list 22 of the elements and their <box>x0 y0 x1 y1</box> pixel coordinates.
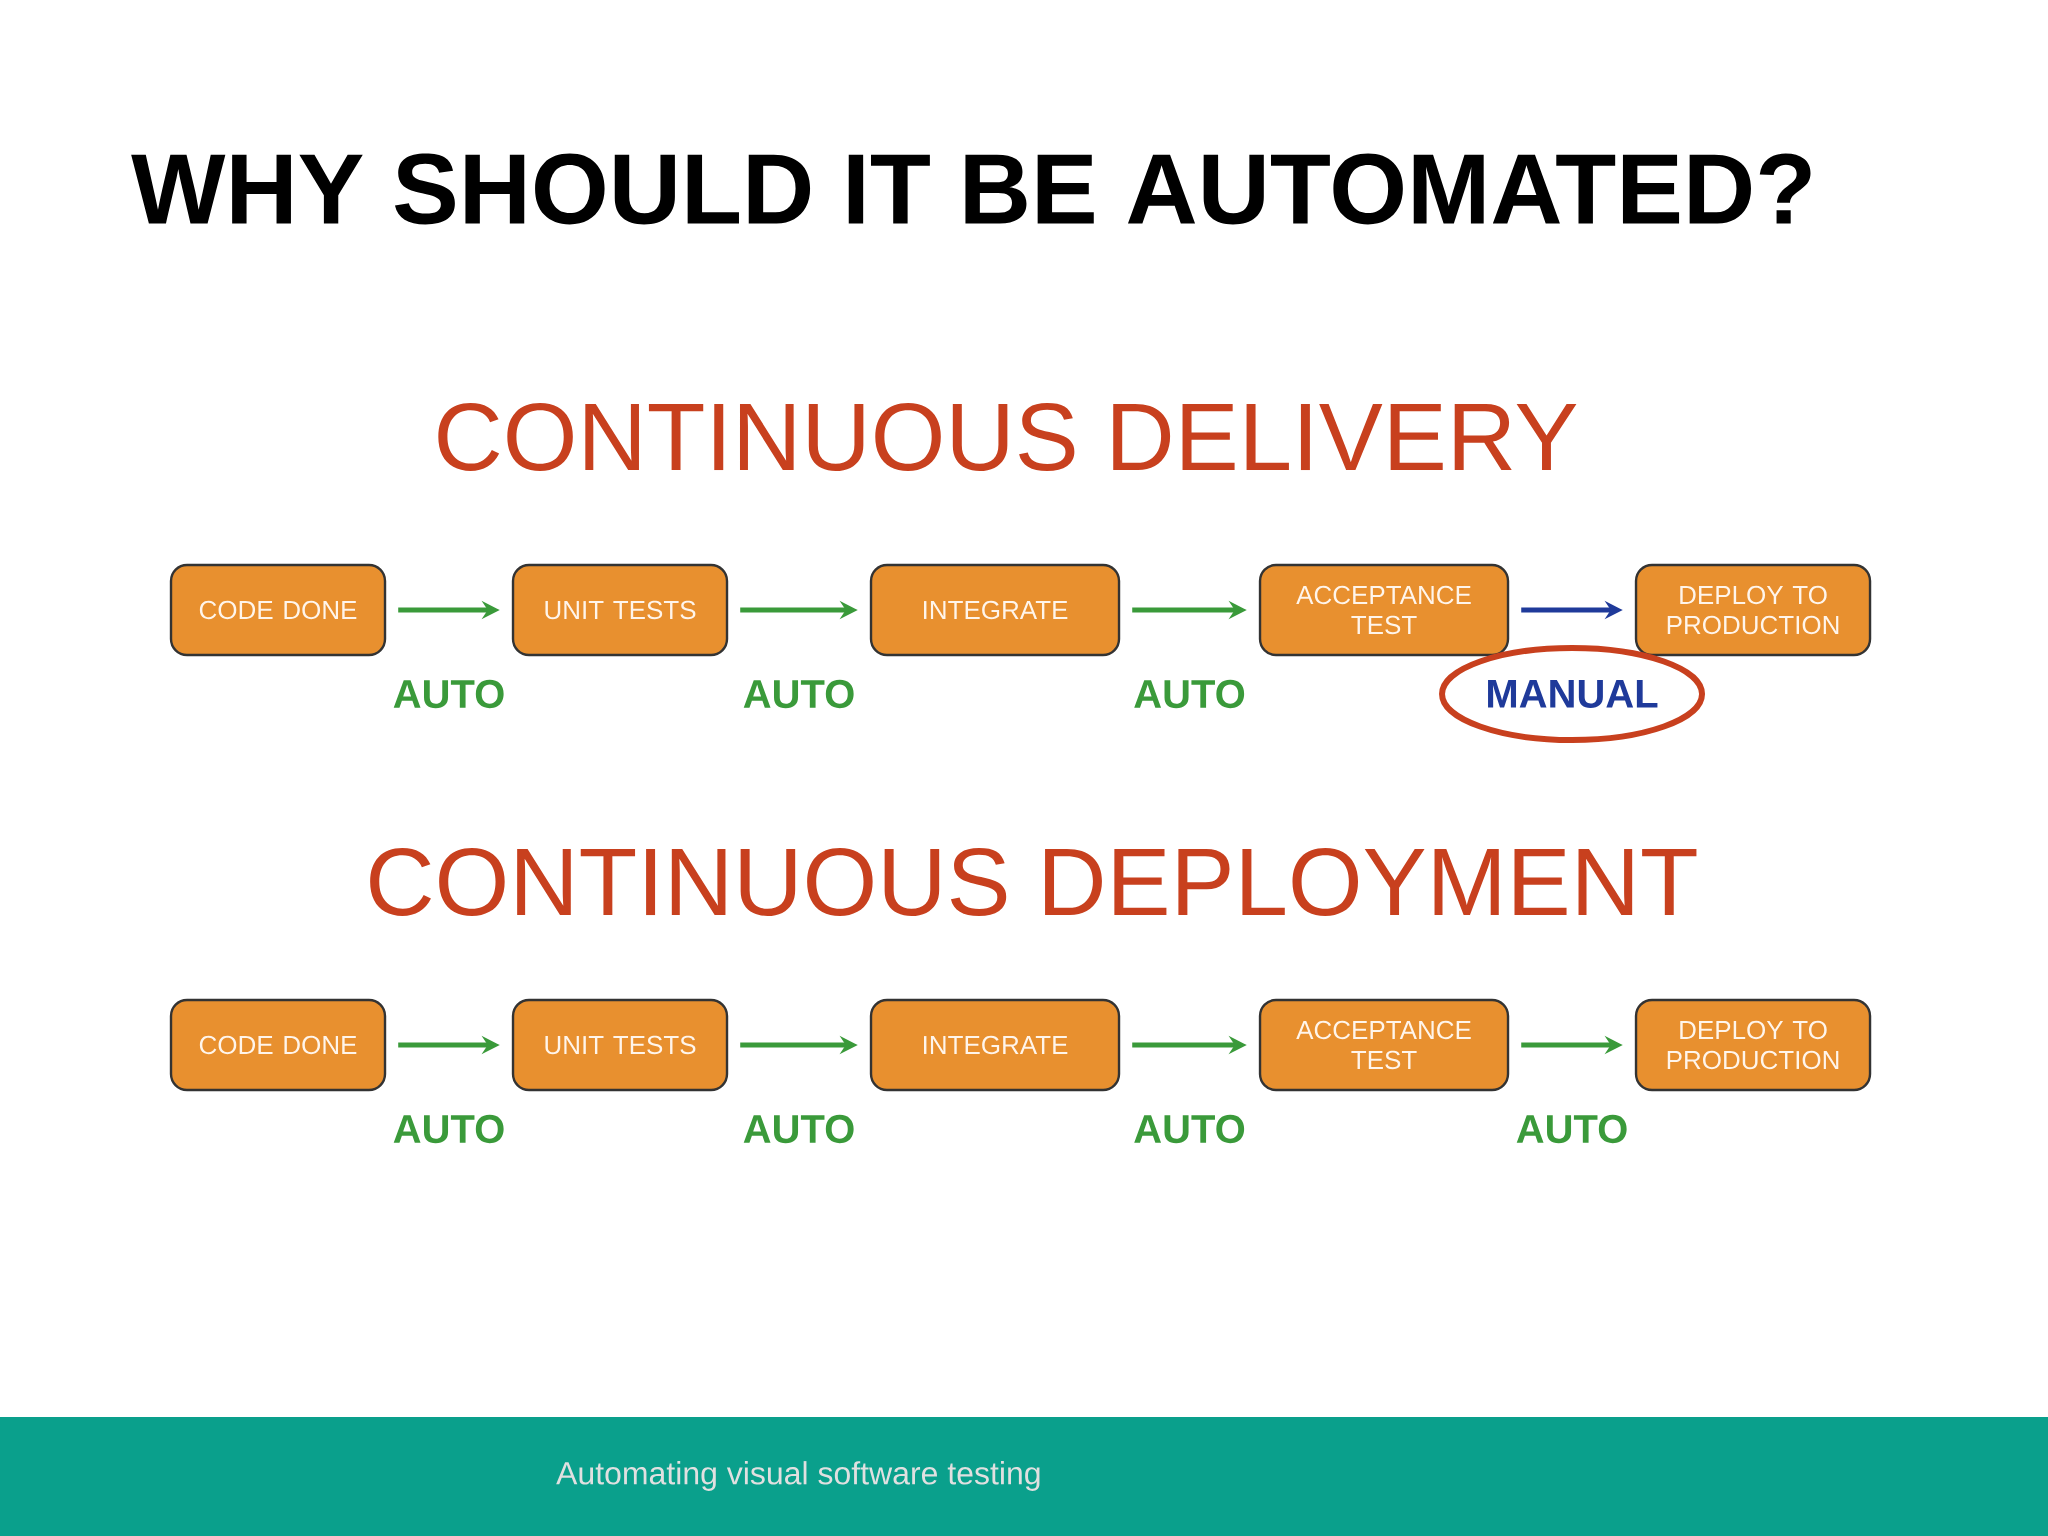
edge-label: AUTO <box>393 1114 504 1144</box>
process-box: DEPLOY TO PRODUCTION <box>1634 563 1872 657</box>
process-box: CODE DONE <box>169 563 387 657</box>
edge-label: AUTO <box>1134 679 1245 709</box>
edge-label: AUTO <box>393 679 504 709</box>
edge-label: AUTO <box>1516 1114 1627 1144</box>
process-box: UNIT TESTS <box>511 998 729 1092</box>
process-box: INTEGRATE <box>869 563 1121 657</box>
edge-label: AUTO <box>743 679 854 709</box>
tagline: Automating visual software testing <box>556 1461 1040 1491</box>
process-box: CODE DONE <box>169 998 387 1092</box>
process-box: ACCEPTANCE TEST <box>1258 998 1510 1092</box>
section-heading: CONTINUOUS DELIVERY <box>438 403 1577 471</box>
edge-label: AUTO <box>1134 1114 1245 1144</box>
edge-label: MANUAL <box>1488 680 1658 708</box>
process-box: UNIT TESTS <box>511 563 729 657</box>
process-box: DEPLOY TO PRODUCTION <box>1634 998 1872 1092</box>
process-box: ACCEPTANCE TEST <box>1258 563 1510 657</box>
section-heading: CONTINUOUS DEPLOYMENT <box>370 848 1697 916</box>
edge-label: AUTO <box>743 1114 854 1144</box>
process-box: INTEGRATE <box>869 998 1121 1092</box>
slide-title: WHY SHOULD IT BE AUTOMATED? <box>131 153 1811 225</box>
